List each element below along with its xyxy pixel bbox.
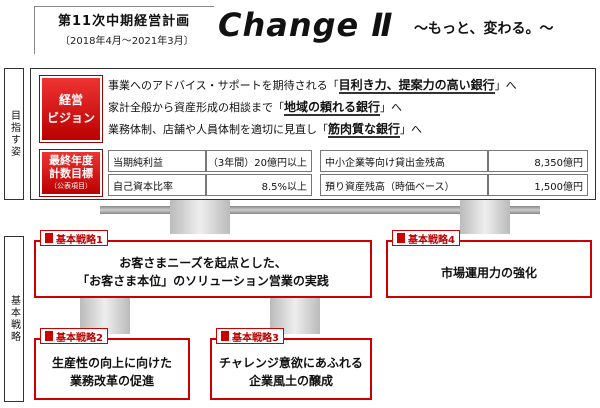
strategy-tag-label: 基本戦略1 xyxy=(56,234,103,246)
connector-bar xyxy=(100,206,540,214)
strategy-2-tag: 基本戦略2 xyxy=(40,328,108,344)
tag-marker xyxy=(45,233,54,243)
strategy-4-box: 市場運用力の強化 xyxy=(386,240,592,298)
vision-line-post: 」へ xyxy=(380,101,403,114)
strategy-line2: 企業風土の醸成 xyxy=(248,374,333,388)
connector-column xyxy=(460,200,510,234)
strategy-line2: 「お客さま本位」のソリューション営業の実践 xyxy=(77,274,329,288)
vision-line-3: 業務体制、店舗や人員体制を適切に見直し「筋肉質な銀行」へ xyxy=(108,120,423,138)
vision-label-line1: 経営 xyxy=(58,93,83,107)
vision-line-highlight: 目利き力、提案力の高い銀行 xyxy=(338,78,495,94)
vision-line-post: 」へ xyxy=(400,123,423,136)
connector-column xyxy=(170,200,230,234)
vision-line-1: 事業へのアドバイス・サポートを期待される「目利き力、提案力の高い銀行」へ xyxy=(108,76,517,94)
strategy-4-tag: 基本戦略4 xyxy=(392,230,460,246)
target-label-line1: 最終年度 xyxy=(49,153,93,167)
change-title: Change Ⅱ xyxy=(218,6,394,44)
strategy-1-tag: 基本戦略1 xyxy=(40,230,108,246)
vision-label: 経営 ビジョン xyxy=(39,75,103,143)
tag-marker xyxy=(397,233,406,243)
strategy-tag-label: 基本戦略3 xyxy=(232,332,279,344)
plan-period: 〔2018年4月～2021年3月〕 xyxy=(60,36,194,47)
side-label-strategy: 基本戦略 xyxy=(4,236,24,402)
vision-line-2: 家計全般から資産形成の相談まで「地域の頼れる銀行」へ xyxy=(108,98,403,116)
vision-line-pre: 家計全般から資産形成の相談まで「 xyxy=(108,101,284,114)
vision-line-post: 」へ xyxy=(494,79,517,92)
target-value: （3年間）20億円以上 xyxy=(206,150,312,172)
target-label-line2: 計数目標 xyxy=(49,166,93,180)
target-name: 中小企業等向け貸出金残高 xyxy=(320,150,488,172)
vision-line-pre: 事業へのアドバイス・サポートを期待される「 xyxy=(108,79,339,92)
plan-title: 第11次中期経営計画 xyxy=(58,14,191,29)
target-label: 最終年度 計数目標 （公表項目） xyxy=(39,149,103,197)
tagline: ～もっと、変わる。～ xyxy=(414,21,554,37)
target-name: 当期純利益 xyxy=(108,150,206,172)
vision-line-pre: 業務体制、店舗や人員体制を適切に見直し「 xyxy=(108,123,328,136)
tag-marker xyxy=(221,331,230,341)
strategy-line1: 生産性の向上に向けた xyxy=(51,356,172,370)
strategy-tag-label: 基本戦略2 xyxy=(56,332,103,344)
strategy-line1: お客さまニーズを起点とした、 xyxy=(119,256,287,270)
target-value: 8.5%以上 xyxy=(206,174,312,196)
target-name: 自己資本比率 xyxy=(108,174,206,196)
strategy-2-box: 生産性の向上に向けた 業務改革の促進 xyxy=(34,338,190,400)
strategy-line1: チャレンジ意欲にあふれる xyxy=(219,356,363,370)
side-label-aim: 目指す姿 xyxy=(4,68,24,200)
target-value: 1,500億円 xyxy=(488,174,588,196)
strategy-line2: 業務改革の促進 xyxy=(69,374,154,388)
strategy-3-tag: 基本戦略3 xyxy=(216,328,284,344)
vision-line-highlight: 筋肉質な銀行 xyxy=(328,122,401,138)
strategy-tag-label: 基本戦略4 xyxy=(408,234,455,246)
header-frame xyxy=(34,6,214,54)
target-value: 8,350億円 xyxy=(488,150,588,172)
target-name: 預り資産残高（時価ベース） xyxy=(320,174,488,196)
vision-line-highlight: 地域の頼れる銀行 xyxy=(284,100,381,116)
strategy-line1: 市場運用力の強化 xyxy=(440,265,537,280)
vision-label-line2: ビジョン xyxy=(46,111,95,125)
strategy-1-box: お客さまニーズを起点とした、 「お客さま本位」のソリューション営業の実践 xyxy=(34,240,372,298)
target-label-sub: （公表項目） xyxy=(50,181,92,190)
tag-marker xyxy=(45,331,54,341)
strategy-3-box: チャレンジ意欲にあふれる 企業風土の醸成 xyxy=(210,338,372,400)
